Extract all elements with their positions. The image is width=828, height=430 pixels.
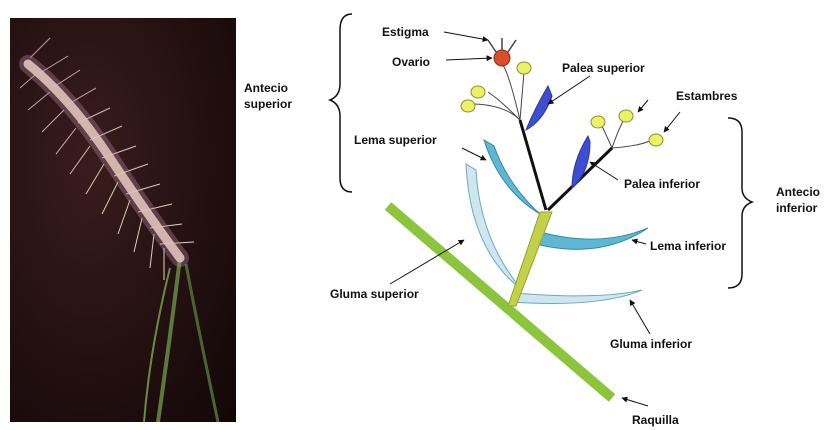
anthers-inferior — [591, 110, 663, 146]
palea-superior-shape — [526, 86, 552, 130]
label-antecio-inferior-line1: Antecio — [776, 185, 820, 199]
label-palea-inferior: Palea inferior — [624, 177, 700, 191]
gluma-superior-shape — [466, 164, 522, 290]
label-palea-superior: Palea superior — [562, 61, 645, 75]
label-lema-inferior: Lema inferior — [650, 239, 726, 253]
label-raquilla: Raquilla — [632, 413, 679, 427]
label-ovario: Ovario — [392, 55, 430, 69]
label-gluma-superior: Gluma superior — [330, 287, 419, 301]
label-estigma: Estigma — [382, 25, 429, 39]
label-antecio-inferior-line2: inferior — [776, 201, 818, 215]
antecio-inferior-brace — [728, 118, 752, 288]
gluma-inferior-shape — [510, 290, 642, 304]
stigma-shape — [488, 38, 516, 52]
lema-inferior-shape — [536, 228, 648, 249]
label-estambres: Estambres — [676, 89, 738, 103]
anthers-superior — [461, 62, 531, 112]
label-antecio-superior-line2: superior — [244, 97, 292, 111]
stalk-base — [508, 212, 552, 306]
palea-inferior-shape — [572, 136, 590, 188]
antecio-superior-brace — [330, 14, 352, 192]
label-gluma-inferior: Gluma inferior — [610, 337, 692, 351]
ovary-shape — [494, 50, 510, 66]
label-lema-superior: Lema superior — [354, 133, 437, 147]
lema-superior-shape — [484, 140, 540, 214]
label-antecio-superior-line1: Antecio — [244, 81, 288, 95]
floret-stem-superior — [520, 120, 546, 210]
